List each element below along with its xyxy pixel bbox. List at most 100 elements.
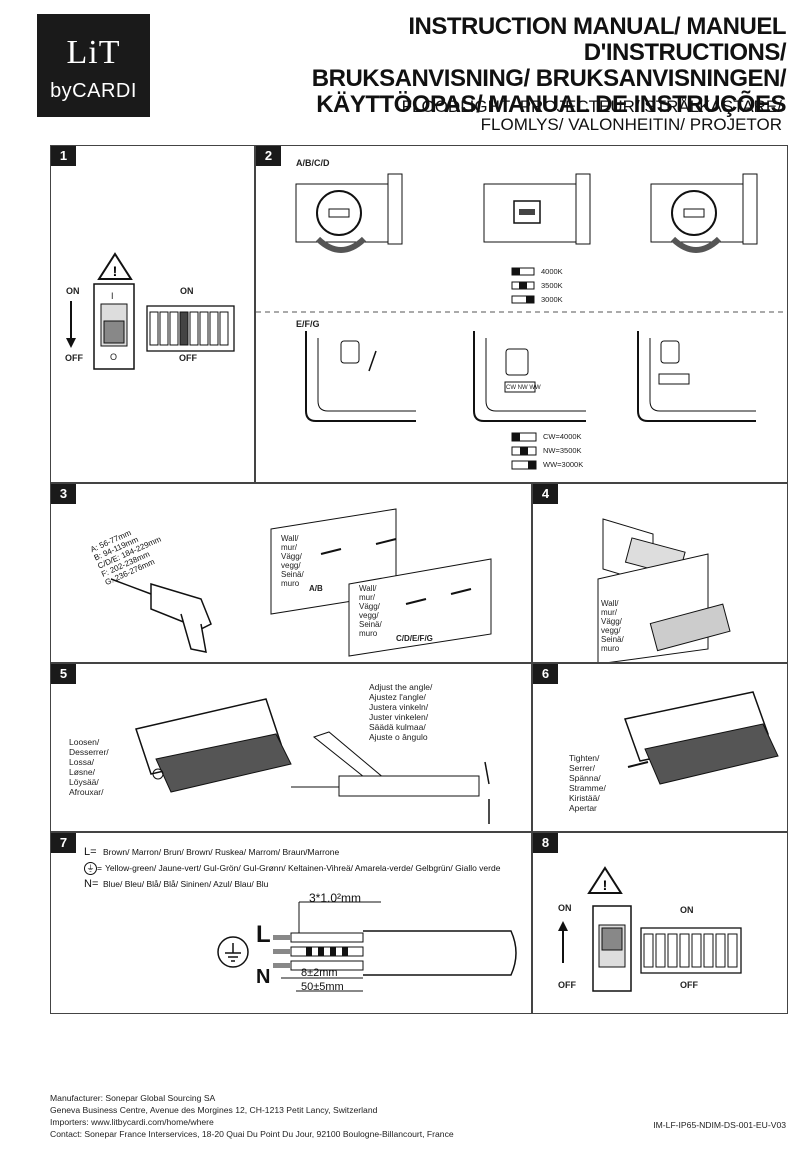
cct-4000k: 4000K bbox=[541, 267, 563, 276]
wall-text: Vägg/ bbox=[359, 602, 380, 611]
label-ab: A/B bbox=[309, 584, 323, 593]
adjust-text: Justera vinkeln/ bbox=[369, 702, 429, 712]
tighten-text: Serrer/ bbox=[569, 763, 595, 773]
logo-by-cardi: byCARDI bbox=[50, 80, 137, 102]
breaker-panel-icon bbox=[146, 305, 235, 352]
brand-logo: LiT byCARDI bbox=[37, 14, 150, 117]
floodlight-icon bbox=[135, 698, 292, 793]
wall-text: Seinä/ bbox=[281, 570, 304, 579]
cct-3500k: 3500K bbox=[541, 281, 563, 290]
ground-symbol-icon bbox=[217, 936, 249, 968]
adjust-text: Säädä kulmaa/ bbox=[369, 722, 426, 732]
loosen-text: Desserrer/ bbox=[69, 747, 109, 757]
adjust-text: Ajustez l'angle/ bbox=[369, 692, 426, 702]
wall-text: Wall/ bbox=[281, 534, 299, 543]
loosen-text: Løsne/ bbox=[69, 767, 95, 777]
power-on-illustration: ! bbox=[558, 866, 742, 992]
strip-length-long: 50±5mm bbox=[301, 981, 344, 993]
warning-icon bbox=[587, 866, 623, 894]
breaker-panel-icon bbox=[640, 927, 742, 974]
live-wire-text: Brown/ Marron/ Brun/ Brown/ Ruskea/ Marr… bbox=[103, 847, 340, 857]
step-7-panel: 7 L=Brown/ Marron/ Brun/ Brown/ Ruskea/ … bbox=[50, 832, 532, 1014]
cct-3000k: 3000K bbox=[541, 295, 563, 304]
tighten-text: Apertar bbox=[569, 803, 597, 813]
breaker-off-label: OFF bbox=[680, 980, 698, 990]
footer-line: Contact: Sonepar France Interservices, 1… bbox=[50, 1129, 454, 1139]
cct-ww: WW=3000K bbox=[543, 460, 584, 469]
tighten-text: Spänna/ bbox=[569, 773, 601, 783]
breaker-on-label: ON bbox=[680, 905, 694, 915]
product-subtitle: FLOODLIGHT/ PROJECTEUR/ STRÅLKASTARE/ FL… bbox=[222, 98, 782, 134]
step-number: 1 bbox=[51, 146, 76, 166]
step-number: 2 bbox=[256, 146, 281, 166]
earth-wire-text: Yellow-green/ Jaune-vert/ Gul-Grön/ Gul-… bbox=[105, 863, 501, 873]
wall-text: muro bbox=[359, 629, 378, 638]
step-4-panel: 4 Wall/ mur/ Vägg/ vegg/ Seinä/ muro bbox=[532, 483, 788, 663]
wall-text: mur/ bbox=[601, 608, 617, 617]
loosen-text: Afrouxar/ bbox=[69, 787, 104, 797]
cable-spec-label: 3*1.0²mm bbox=[309, 891, 362, 905]
tighten-text: Tighten/ bbox=[569, 753, 600, 763]
footer-line: Manufacturer: Sonepar Global Sourcing SA bbox=[50, 1093, 216, 1103]
step-number: 6 bbox=[533, 664, 558, 684]
warning-icon-mark: ! bbox=[603, 877, 608, 893]
off-label: OFF bbox=[65, 353, 83, 363]
tighten-label: Tighten/ Serrer/ Spänna/ Stramme/ Kirist… bbox=[569, 753, 606, 813]
wall-text: vegg/ bbox=[601, 626, 621, 635]
off-label: OFF bbox=[558, 980, 576, 990]
on-label: ON bbox=[66, 286, 80, 296]
step-5-panel: 5 Loosen/ Desserrer/ Lossa/ Løsne/ Löysä… bbox=[50, 663, 532, 832]
step-1-panel: 1 ! ON OFF I O ON OFF bbox=[50, 145, 255, 483]
step-8-panel: 8 ! ON OFF ON OFF bbox=[532, 832, 788, 1014]
manufacturer-info: Manufacturer: Sonepar Global Sourcing SA… bbox=[50, 1092, 454, 1140]
wall-text: Seinä/ bbox=[359, 620, 382, 629]
on-label: ON bbox=[558, 903, 572, 913]
title-line: INSTRUCTION MANUAL/ MANUEL D'INSTRUCTION… bbox=[408, 13, 786, 66]
wall-text: Vägg/ bbox=[281, 552, 302, 561]
adjust-text: Juster vinkelen/ bbox=[369, 712, 429, 722]
strip-length-short: 8±2mm bbox=[301, 967, 338, 979]
color-temperature-illustration bbox=[256, 173, 787, 470]
manual-title: INSTRUCTION MANUAL/ MANUEL D'INSTRUCTION… bbox=[206, 13, 787, 118]
wall-label-ab: Wall/ mur/ Vägg/ vegg/ Seinä/ muro bbox=[281, 534, 304, 588]
wall-label-cdefg: Wall/ mur/ Vägg/ vegg/ Seinä/ muro bbox=[359, 584, 382, 638]
wall-panel-cdefg bbox=[348, 558, 492, 657]
cct-switch-device-3 bbox=[637, 331, 756, 422]
tighten-illustration bbox=[624, 691, 779, 785]
group-efg-label: E/F/G bbox=[296, 319, 320, 329]
neutral-wire-text: Blue/ Bleu/ Blå/ Blå/ Sininen/ Azul/ Bla… bbox=[103, 879, 269, 889]
label-cdefg: C/D/E/F/G bbox=[396, 634, 433, 643]
neutral-wire-label: N= bbox=[84, 878, 99, 890]
warning-icon bbox=[97, 252, 133, 280]
neutral-letter: N bbox=[256, 966, 271, 988]
drill-icon bbox=[110, 578, 212, 653]
adjust-angle-illustration bbox=[135, 698, 490, 824]
adjust-text: Adjust the angle/ bbox=[369, 682, 433, 692]
footer-line: Importers: www.litbycardi.com/home/where bbox=[50, 1117, 214, 1127]
ground-icon: ⏚ bbox=[84, 862, 97, 876]
group-abcd-label: A/B/C/D bbox=[296, 158, 330, 168]
wall-text: Wall/ bbox=[601, 599, 619, 608]
wall-text: Seinä/ bbox=[601, 635, 624, 644]
loosen-text: Löysää/ bbox=[69, 777, 99, 787]
cct-nw: NW=3500K bbox=[543, 446, 582, 455]
document-code: IM-LF-IP65-NDIM-DS-001-EU-V03 bbox=[653, 1120, 786, 1130]
cw-nw-ww-tag: CW NW WW bbox=[506, 385, 541, 391]
loosen-text: Loosen/ bbox=[69, 737, 100, 747]
step-number: 7 bbox=[51, 833, 76, 853]
wire-legend: L=Brown/ Marron/ Brun/ Brown/ Ruskea/ Ma… bbox=[84, 844, 500, 892]
subtitle-line: FLOMLYS/ VALONHEITIN/ PROJETOR bbox=[480, 115, 782, 134]
wall-text: mur/ bbox=[359, 593, 375, 602]
subtitle-line: FLOODLIGHT/ PROJECTEUR/ STRÅLKASTARE/ bbox=[401, 97, 782, 116]
step-3-panel: 3 A: 56-77mm B: 94-119mm C/D/E: 184-229m… bbox=[50, 483, 532, 663]
wall-text: muro bbox=[281, 579, 300, 588]
tighten-text: Stramme/ bbox=[569, 783, 606, 793]
tighten-text: Kiristää/ bbox=[569, 793, 600, 803]
cct-cw: CW=4000K bbox=[543, 432, 582, 441]
breaker-on-label: ON bbox=[180, 286, 194, 296]
step-number: 5 bbox=[51, 664, 76, 684]
power-off-illustration: ! bbox=[66, 252, 235, 370]
earth-wire-label: = bbox=[97, 863, 102, 873]
neutral-wire-row: N= Blue/ Bleu/ Blå/ Blå/ Sininen/ Azul/ B… bbox=[84, 876, 500, 892]
cct-switch-device-1 bbox=[305, 331, 416, 422]
